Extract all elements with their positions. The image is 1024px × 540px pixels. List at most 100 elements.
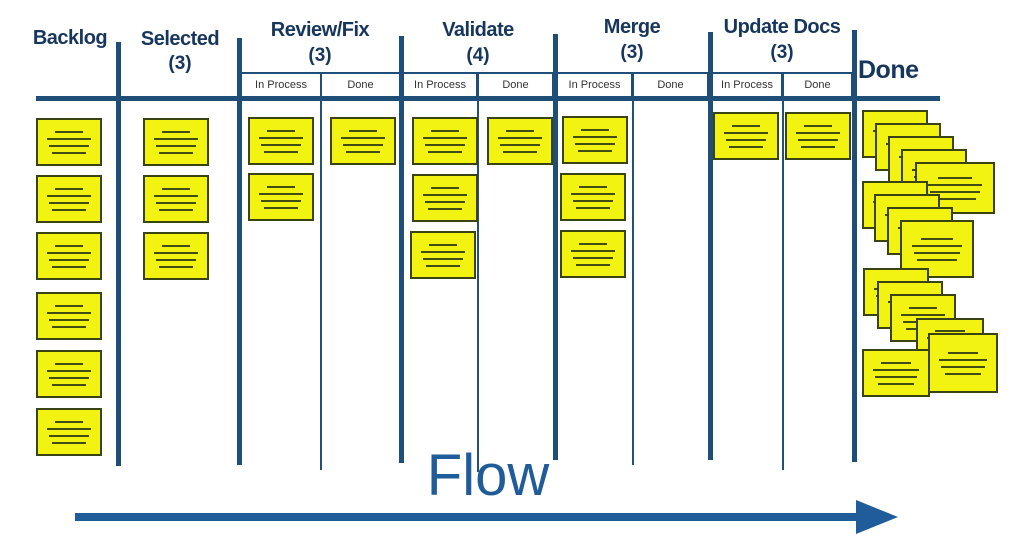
note-text-line <box>430 129 460 132</box>
note-text-line <box>54 187 84 190</box>
note-text-line <box>51 151 87 154</box>
sticky-note-done-pile[interactable] <box>862 349 930 397</box>
sticky-note-review-fix-done[interactable] <box>330 117 396 165</box>
sticky-note-merge-in-process[interactable] <box>560 230 626 278</box>
note-text-line <box>570 249 616 252</box>
note-text-line <box>580 128 610 131</box>
sticky-note-backlog[interactable] <box>36 232 102 280</box>
column-wip-update-docs: (3) <box>770 42 794 63</box>
note-text-line <box>161 244 191 247</box>
note-text-line <box>46 251 92 254</box>
note-text-line <box>46 311 92 314</box>
note-text-line <box>158 208 194 211</box>
note-text-line <box>908 306 938 309</box>
note-text-line <box>725 138 767 141</box>
note-text-line <box>422 136 468 139</box>
note-text-line <box>54 362 84 365</box>
note-text-line <box>920 237 954 240</box>
note-text-line <box>913 251 961 254</box>
note-text-line <box>48 376 90 379</box>
note-text-line <box>48 144 90 147</box>
sticky-note-backlog[interactable] <box>36 350 102 398</box>
note-text-line <box>572 135 618 138</box>
note-text-line <box>917 258 957 261</box>
subheader-validate-done: Done <box>477 72 554 98</box>
sticky-note-validate-in-process[interactable] <box>412 174 478 222</box>
note-text-line <box>575 263 611 266</box>
note-text-line <box>578 185 608 188</box>
subheader-label: Done <box>347 79 374 91</box>
note-text-line <box>803 124 833 127</box>
sticky-note-merge-in-process[interactable] <box>560 173 626 221</box>
note-text-line <box>161 130 191 133</box>
note-text-line <box>731 124 761 127</box>
note-text-line <box>48 258 90 261</box>
note-text-line <box>575 206 611 209</box>
note-text-line <box>48 434 90 437</box>
note-text-line <box>900 313 946 316</box>
note-text-line <box>424 143 466 146</box>
subheader-label: Done <box>804 79 831 91</box>
sticky-note-done-pile[interactable] <box>928 333 998 393</box>
sticky-note-update-docs-in-process[interactable] <box>713 112 779 160</box>
note-text-line <box>723 131 769 134</box>
note-text-line <box>911 244 963 247</box>
sticky-note-review-fix-in-process[interactable] <box>248 173 314 221</box>
divider-review-fix-split <box>320 72 322 470</box>
note-text-line <box>937 176 973 179</box>
sticky-note-validate-in-process[interactable] <box>410 231 476 279</box>
note-text-line <box>48 318 90 321</box>
note-text-line <box>158 265 194 268</box>
note-text-line <box>881 361 911 364</box>
flow-arrow-shaft <box>75 513 858 521</box>
divider-selected-review-fix <box>237 38 242 465</box>
note-text-line <box>51 265 87 268</box>
column-title-done: Done <box>858 56 919 84</box>
column-title-update-docs: Update Docs <box>723 16 841 38</box>
sticky-note-backlog[interactable] <box>36 292 102 340</box>
note-text-line <box>263 150 299 153</box>
subheader-validate-in-process: In Process <box>402 72 478 98</box>
column-title-review-fix: Review/Fix <box>270 19 370 41</box>
sticky-note-done-pile[interactable] <box>915 162 995 214</box>
sticky-note-backlog[interactable] <box>36 408 102 456</box>
note-text-line <box>578 242 608 245</box>
subheader-label: In Process <box>568 79 621 91</box>
note-text-line <box>46 137 92 140</box>
sticky-note-validate-done[interactable] <box>487 117 553 165</box>
sticky-note-review-fix-in-process[interactable] <box>248 117 314 165</box>
sticky-note-validate-in-process[interactable] <box>412 117 478 165</box>
subheader-label: In Process <box>721 79 773 91</box>
note-text-line <box>46 194 92 197</box>
note-text-line <box>499 143 541 146</box>
note-text-line <box>155 258 197 261</box>
note-text-line <box>570 192 616 195</box>
sticky-note-update-docs-done[interactable] <box>785 112 851 160</box>
subheader-merge-in-process: In Process <box>556 72 633 98</box>
note-text-line <box>48 201 90 204</box>
note-text-line <box>155 201 197 204</box>
note-text-line <box>939 358 987 361</box>
note-text-line <box>263 206 299 209</box>
divider-review-fix-validate <box>399 36 404 463</box>
column-title-validate: Validate <box>442 19 514 41</box>
sticky-note-selected[interactable] <box>143 232 209 280</box>
divider-update-docs-done <box>852 30 857 462</box>
subheader-merge-done: Done <box>632 72 709 98</box>
sticky-note-selected[interactable] <box>143 175 209 223</box>
note-text-line <box>572 256 614 259</box>
sticky-note-merge-in-process[interactable] <box>562 116 628 164</box>
sticky-note-selected[interactable] <box>143 118 209 166</box>
subheader-label: In Process <box>414 79 466 91</box>
sticky-note-backlog[interactable] <box>36 118 102 166</box>
column-wip-selected: (3) <box>168 53 192 74</box>
note-text-line <box>258 192 304 195</box>
sticky-note-backlog[interactable] <box>36 175 102 223</box>
note-text-line <box>54 420 84 423</box>
note-text-line <box>574 142 616 145</box>
column-wip-review-fix: (3) <box>308 45 332 66</box>
note-text-line <box>572 199 614 202</box>
note-text-line <box>929 190 981 193</box>
subheader-review-fix-in-process: In Process <box>240 72 322 98</box>
